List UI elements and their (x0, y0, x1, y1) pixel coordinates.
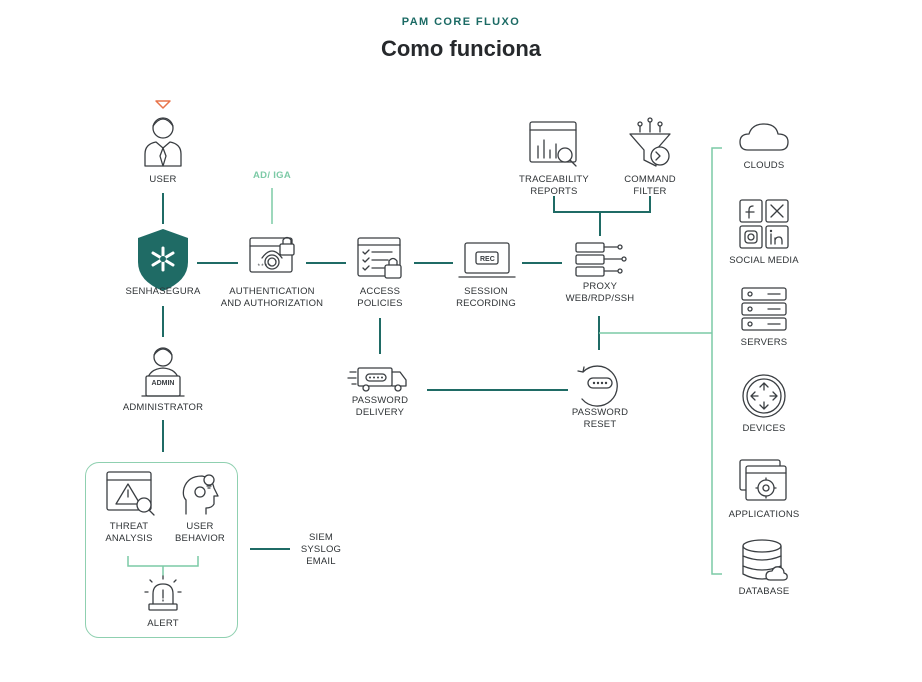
user-label: USER (149, 174, 177, 185)
applications-label: APPLICATIONS (728, 509, 800, 520)
connectors (127, 147, 722, 576)
database-icon (742, 539, 788, 581)
admin-screen-text: ADMIN (151, 380, 175, 387)
alert-siren-icon (144, 575, 182, 611)
svg-text:****: **** (257, 263, 271, 270)
authentication-fingerprint-icon: **** (249, 236, 295, 273)
social-media-icons (739, 199, 789, 249)
monitoring-group-box (85, 462, 238, 638)
traceability-reports-icon (529, 121, 577, 167)
session-recording-icon: REC (458, 242, 516, 278)
servers-icon (741, 287, 787, 331)
rec-badge: REC (480, 256, 495, 263)
password-reset-icon (577, 365, 618, 407)
proxy-server-icon (575, 242, 627, 277)
facebook-icon (739, 199, 763, 223)
clouds-label: CLOUDS (743, 160, 785, 171)
devices-label: DEVICES (742, 423, 786, 434)
cloud-icon (739, 123, 789, 151)
password-delivery-truck-icon (347, 367, 407, 392)
servers-label: SERVERS (740, 337, 788, 348)
user-behavior-icon (182, 474, 219, 515)
social-media-label: SOCIAL MEDIA (729, 255, 799, 266)
senhasegura-shield-icon (138, 229, 188, 291)
pointer-marker-icon (155, 100, 171, 109)
command-filter-icon (629, 117, 671, 167)
router-device-icon (742, 374, 786, 418)
alert-label: ALERT (147, 618, 179, 629)
database-label: DATABASE (738, 586, 790, 597)
administrator-label: ADMINISTRATOR (122, 402, 204, 413)
user-icon (144, 117, 182, 167)
ad-iga-label: AD/ IGA (253, 170, 291, 181)
threat-analysis-icon (106, 471, 155, 516)
applications-icon (739, 459, 787, 501)
x-twitter-icon (765, 199, 789, 223)
linkedin-icon (765, 225, 789, 249)
section-eyebrow: PAM CORE FLUXO (401, 16, 521, 28)
instagram-icon (739, 225, 763, 249)
senhasegura-label: SENHASEGURA (125, 286, 201, 297)
page-title: Como funciona (380, 36, 542, 61)
administrator-icon (141, 347, 185, 397)
access-policies-icon (357, 237, 402, 279)
